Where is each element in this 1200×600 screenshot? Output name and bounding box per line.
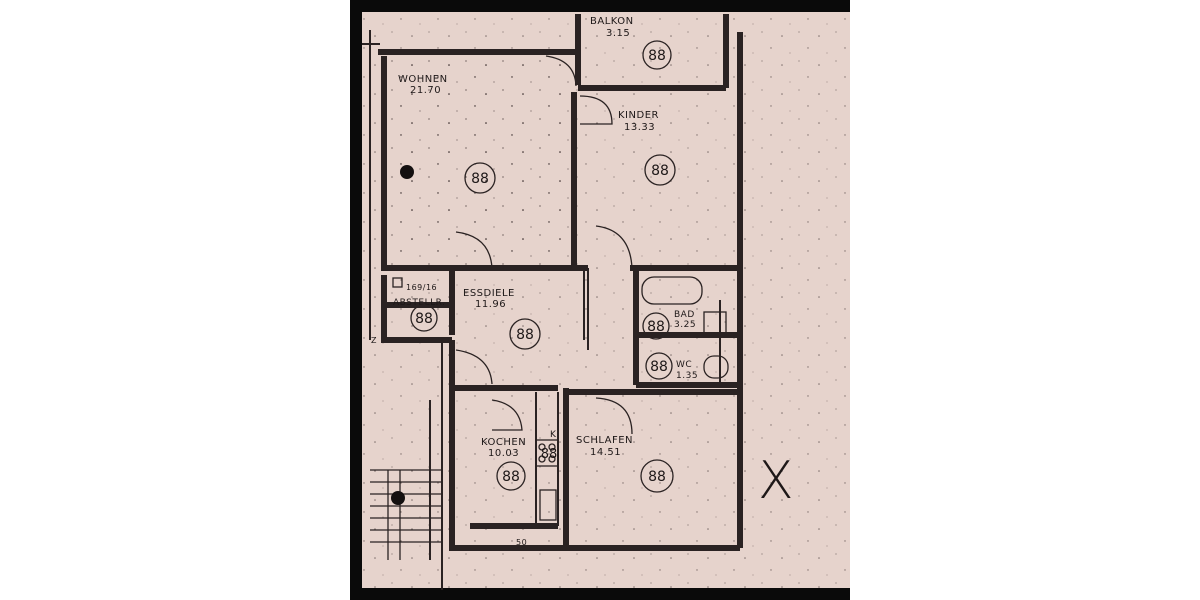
room-area-kochen: 10.03 — [488, 448, 519, 459]
room-area-wohnen: 21.70 — [410, 85, 441, 96]
door-swings — [455, 55, 633, 435]
room-area-essdiele: 11.96 — [475, 299, 506, 310]
room-marker-bad: 88 — [642, 312, 670, 340]
svg-text:88: 88 — [651, 163, 669, 179]
svg-text:88: 88 — [502, 469, 520, 485]
dimension-50-annotation: 50 — [516, 538, 527, 547]
room-area-balkon: 3.15 — [606, 28, 630, 39]
room-area-wc: 1.35 — [676, 371, 698, 381]
svg-text:88: 88 — [516, 327, 534, 343]
room-marker-kitchen-stove: 88 — [541, 447, 558, 462]
room-label-wohnen: WOHNEN — [398, 74, 448, 85]
kitchen-k-annotation: K — [550, 430, 557, 440]
svg-text:88: 88 — [415, 311, 433, 327]
room-area-kinder: 13.33 — [624, 122, 655, 133]
room-marker-schlafen: 88 — [640, 459, 674, 493]
svg-text:88: 88 — [541, 447, 558, 462]
room-label-kinder: KINDER — [618, 110, 659, 121]
room-area-bad: 3.25 — [674, 320, 696, 330]
room-marker-abstell: 88 — [410, 304, 438, 332]
room-marker-balkon: 88 — [642, 40, 672, 70]
svg-text:88: 88 — [471, 171, 489, 187]
room-label-bad: BAD — [674, 310, 695, 320]
kitchen-counter — [535, 392, 559, 526]
room-marker-kinder: 88 — [644, 154, 676, 186]
abstell-dims-annotation: 169/16 — [406, 283, 437, 292]
bath-fixtures — [641, 276, 729, 386]
room-label-schlafen: SCHLAFEN — [576, 435, 633, 446]
room-label-essdiele: ESSDIELE — [463, 288, 515, 299]
room-marker-wohnen: 88 — [464, 162, 496, 194]
walls — [362, 14, 743, 590]
svg-text:88: 88 — [647, 319, 665, 335]
room-marker-kochen: 88 — [496, 461, 526, 491]
punch-hole-lower — [391, 491, 405, 505]
room-marker-essdiele: 88 — [509, 318, 541, 350]
room-label-wc: WC — [676, 360, 692, 370]
abstell-square-icon — [392, 277, 403, 288]
room-label-abstell: ABSTELLR. — [393, 298, 445, 308]
svg-text:88: 88 — [650, 359, 668, 375]
punch-hole-upper — [400, 165, 414, 179]
svg-text:88: 88 — [648, 48, 666, 64]
room-label-balkon: BALKON — [590, 16, 634, 27]
room-marker-wc: 88 — [645, 352, 673, 380]
stairs — [370, 469, 442, 560]
z-mark-annotation: Z — [371, 336, 377, 345]
room-label-kochen: KOCHEN — [481, 437, 526, 448]
svg-text:88: 88 — [648, 469, 666, 485]
cross-mark: X — [758, 451, 794, 511]
room-area-schlafen: 14.51 — [590, 447, 621, 458]
